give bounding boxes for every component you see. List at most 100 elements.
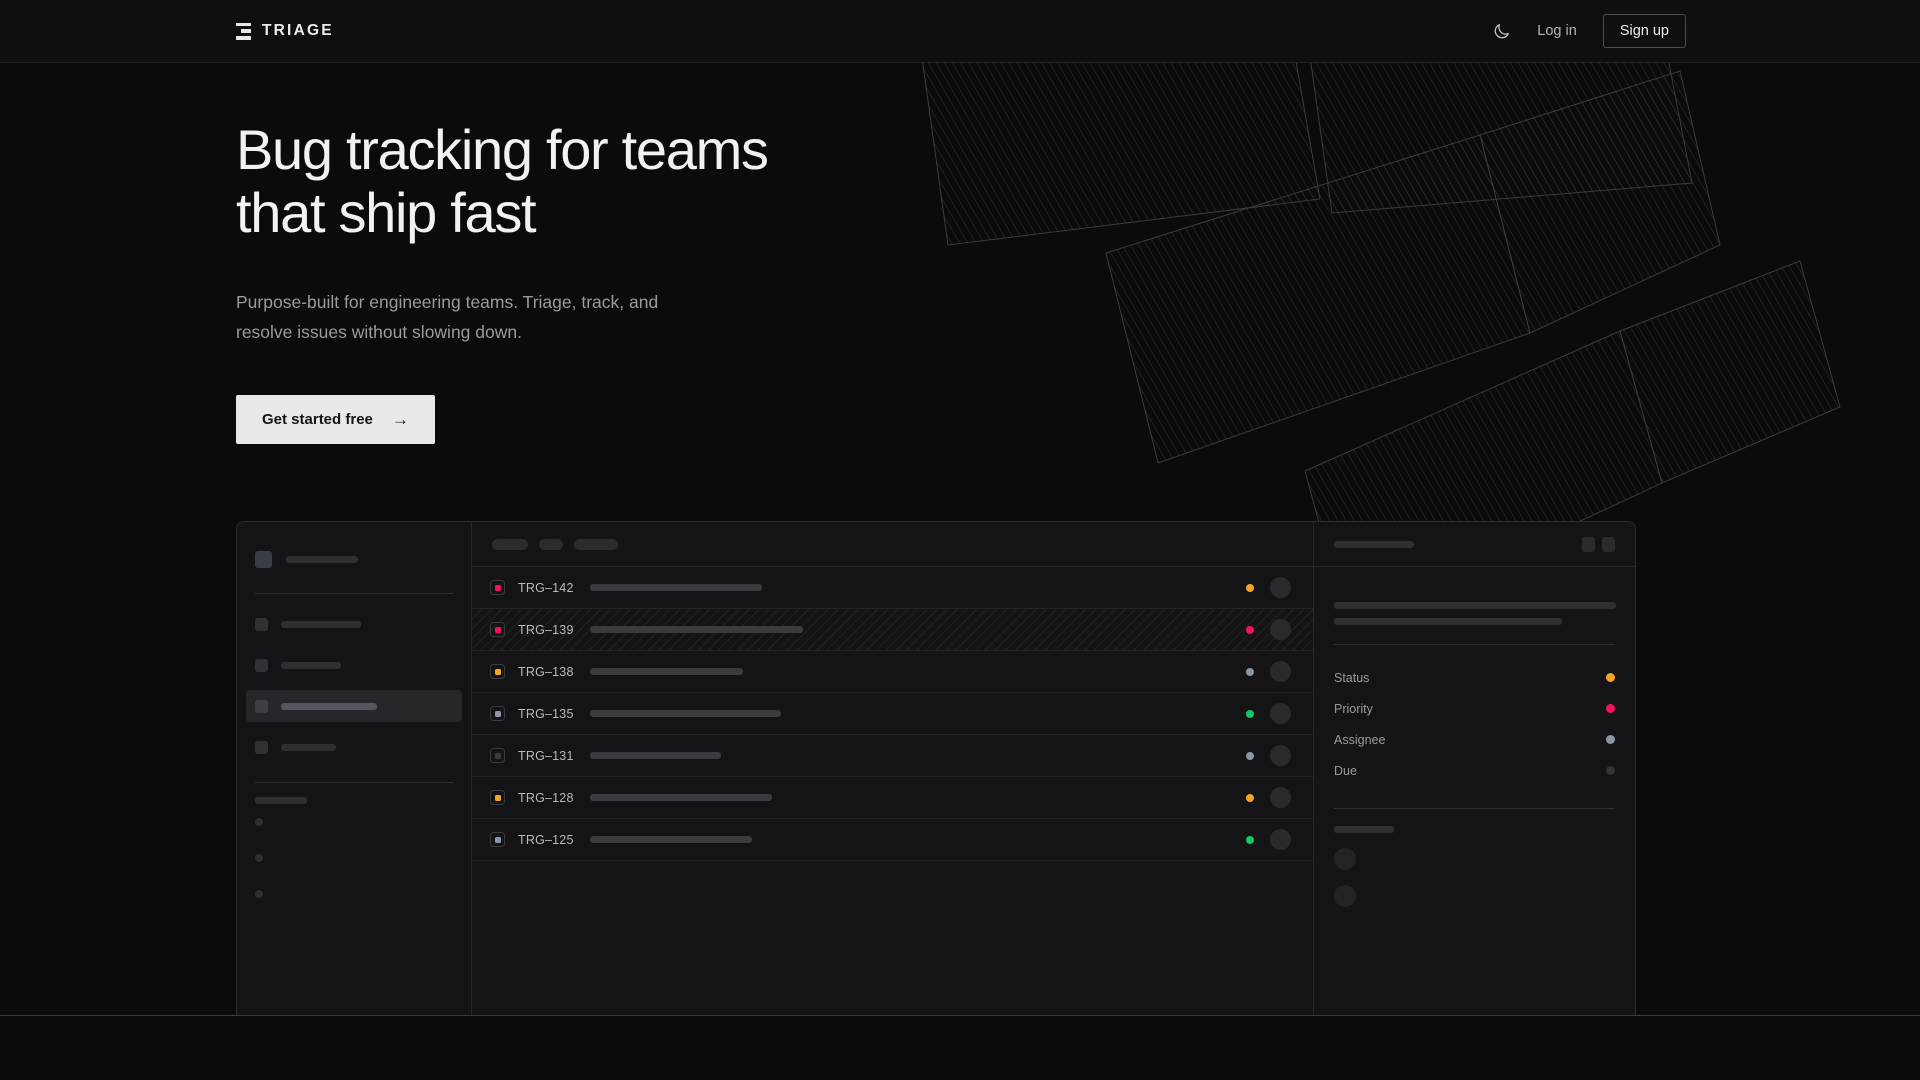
table-row[interactable]: TRG–135 xyxy=(472,693,1313,735)
detail-action-button-1[interactable] xyxy=(1582,536,1595,552)
priority-indicator xyxy=(490,832,505,847)
nav-item-icon xyxy=(255,658,268,672)
detail-description-placeholder xyxy=(1334,602,1616,625)
issue-id: TRG–125 xyxy=(518,832,574,847)
issue-title-placeholder xyxy=(590,626,803,633)
status-dot-icon xyxy=(1246,709,1254,718)
sidebar-sub-item-2[interactable] xyxy=(255,840,453,876)
nav-item-icon xyxy=(255,740,268,754)
nav-item-label-placeholder xyxy=(281,743,336,751)
meta-row-due[interactable]: Due xyxy=(1334,755,1615,786)
issue-id: TRG–138 xyxy=(518,664,574,679)
meta-label: Status xyxy=(1334,670,1370,685)
status-dot-icon xyxy=(1246,751,1254,760)
detail-divider xyxy=(1334,644,1615,645)
assignee-avatar xyxy=(1270,745,1291,766)
filter-chip-2[interactable] xyxy=(539,538,563,550)
activity-avatar-1 xyxy=(1334,848,1356,870)
signup-button[interactable]: Sign up xyxy=(1602,14,1686,48)
status-dot-icon xyxy=(1246,583,1254,592)
activity-avatars xyxy=(1334,848,1615,907)
assignee-avatar xyxy=(1270,703,1291,724)
issue-id: TRG–128 xyxy=(518,790,574,805)
get-started-label: Get started free xyxy=(262,410,373,428)
sidebar-divider-bottom xyxy=(255,782,453,783)
moon-icon[interactable] xyxy=(1492,22,1511,41)
meta-label: Priority xyxy=(1334,701,1373,716)
table-row[interactable]: TRG–138 xyxy=(472,651,1313,693)
meta-label: Due xyxy=(1334,763,1357,778)
brand-logo[interactable]: TRIAGE xyxy=(236,22,334,40)
mock-sidebar-nav xyxy=(246,608,462,763)
issue-list-toolbar xyxy=(472,522,1313,567)
nav-item-icon xyxy=(255,617,268,631)
detail-action-buttons xyxy=(1582,536,1615,552)
issue-title-placeholder xyxy=(590,668,743,675)
issue-title-placeholder xyxy=(590,710,781,717)
description-line-2 xyxy=(1334,618,1562,625)
assignee-avatar xyxy=(1270,787,1291,808)
meta-value-dot-icon xyxy=(1606,766,1615,775)
nav-item-icon xyxy=(255,699,268,713)
mock-sidebar-section xyxy=(255,797,453,912)
sidebar-section-label-placeholder xyxy=(255,797,307,804)
issue-id: TRG–142 xyxy=(518,580,574,595)
priority-indicator xyxy=(490,706,505,721)
issue-title-placeholder xyxy=(590,836,752,843)
brand-name: TRIAGE xyxy=(262,22,334,39)
issue-title-placeholder xyxy=(590,752,721,759)
sidebar-sub-item-1[interactable] xyxy=(255,804,453,840)
sidebar-nav-item-2[interactable] xyxy=(246,649,462,681)
get-started-button[interactable]: Get started free → xyxy=(236,394,435,444)
hero-section: Bug tracking for teams that ship fast Pu… xyxy=(236,118,769,444)
status-dot-icon xyxy=(1246,793,1254,802)
table-row[interactable]: TRG–128 xyxy=(472,777,1313,819)
sidebar-nav-item-1[interactable] xyxy=(246,608,462,640)
meta-label: Assignee xyxy=(1334,732,1386,747)
status-dot-icon xyxy=(1246,667,1254,676)
nav-item-label-placeholder xyxy=(281,702,377,710)
meta-value-dot-icon xyxy=(1606,735,1615,744)
workspace-avatar-icon xyxy=(255,550,272,568)
nav-item-label-placeholder xyxy=(281,620,361,628)
detail-header xyxy=(1314,522,1635,567)
filter-chip-1[interactable] xyxy=(492,538,528,550)
filter-chip-3[interactable] xyxy=(574,538,618,550)
issue-id: TRG–131 xyxy=(518,748,574,763)
detail-action-button-2[interactable] xyxy=(1602,536,1615,552)
issue-title-placeholder xyxy=(590,794,772,801)
sidebar-nav-item-4[interactable] xyxy=(246,731,462,763)
sidebar-nav-item-3[interactable] xyxy=(246,690,462,722)
sub-item-dot-icon xyxy=(255,854,263,862)
meta-value-dot-icon xyxy=(1606,704,1615,713)
table-row[interactable]: TRG–139 xyxy=(472,609,1313,651)
meta-row-priority[interactable]: Priority xyxy=(1334,693,1615,724)
priority-indicator xyxy=(490,790,505,805)
sidebar-sub-items xyxy=(255,804,453,912)
workspace-name-placeholder xyxy=(286,555,358,563)
table-row[interactable]: TRG–142 xyxy=(472,567,1313,609)
mock-sidebar xyxy=(237,522,472,1015)
login-link[interactable]: Log in xyxy=(1537,23,1577,39)
meta-row-assignee[interactable]: Assignee xyxy=(1334,724,1615,755)
assignee-avatar xyxy=(1270,661,1291,682)
sidebar-sub-item-3[interactable] xyxy=(255,876,453,912)
assignee-avatar xyxy=(1270,577,1291,598)
activity-avatar-2 xyxy=(1334,885,1356,907)
priority-indicator xyxy=(490,580,505,595)
assignee-avatar xyxy=(1270,829,1291,850)
table-row[interactable]: TRG–131 xyxy=(472,735,1313,777)
status-dot-icon xyxy=(1246,835,1254,844)
hero-subheading: Purpose-built for engineering teams. Tri… xyxy=(236,291,659,342)
priority-indicator xyxy=(490,664,505,679)
activity-label-placeholder xyxy=(1334,826,1394,833)
sub-item-dot-icon xyxy=(255,890,263,898)
mock-workspace-switcher[interactable] xyxy=(255,544,453,574)
table-row[interactable]: TRG–125 xyxy=(472,819,1313,861)
meta-row-status[interactable]: Status xyxy=(1334,662,1615,693)
arrow-right-icon: → xyxy=(391,409,409,429)
